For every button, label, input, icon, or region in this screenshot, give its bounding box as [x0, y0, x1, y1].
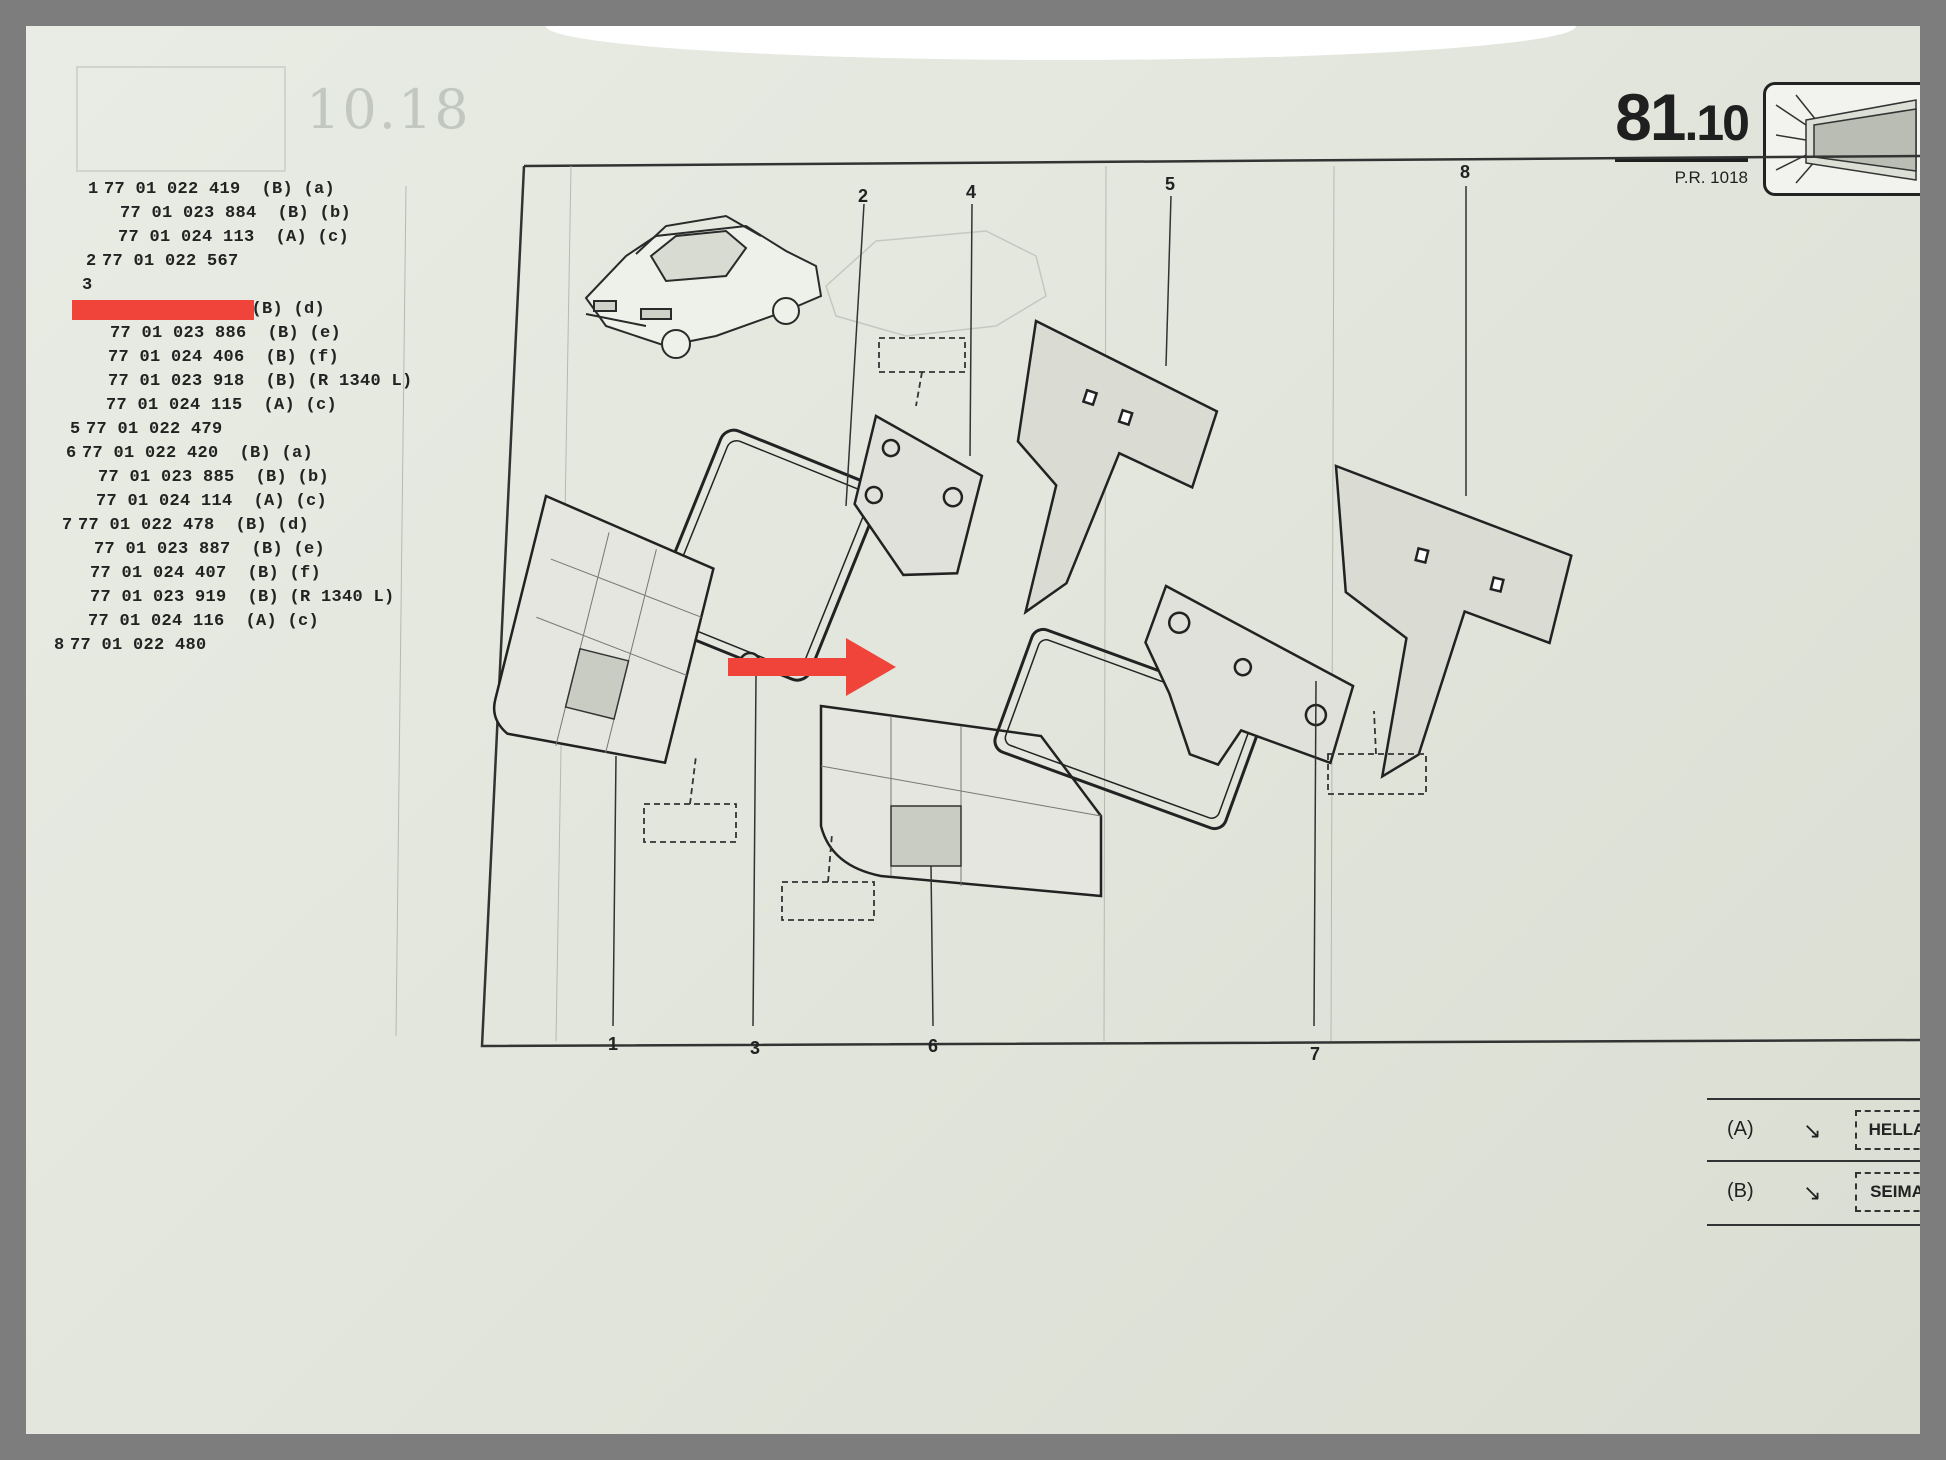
diag-arrow-icon: ↘ — [1803, 1118, 1822, 1143]
ghost-thumbnail — [76, 66, 286, 172]
part-row: 77 01 023 885 (B) (b) — [82, 468, 329, 487]
legend-row-a: (A) ↘ HELLA — [1707, 1100, 1920, 1160]
ghost-reference: 10.18 — [306, 78, 471, 141]
part-number: 3 — [82, 276, 93, 295]
part-row: 77 01 024 407 (B) (f) — [74, 564, 321, 583]
diag-arrow-icon: ↘ — [1803, 1180, 1822, 1205]
part-row: 6 77 01 022 420 (B) (a) — [66, 444, 313, 463]
part-number: 1 — [88, 180, 99, 199]
part-row: 77 01 024 406 (B) (f) — [92, 348, 339, 367]
reference-number: 81.10 — [1615, 84, 1750, 162]
exploded-diagram: 1 2 3 4 5 6 7 8 — [395, 154, 1920, 1064]
part-row: 77 01 023 884 (B) (b) — [104, 204, 351, 223]
lamp-thumbnail-icon — [1763, 82, 1920, 196]
part-reference: 77 01 024 113 (A) (c) — [118, 228, 350, 247]
part-reference: 77 01 023 919 (B) (R 1340 L) — [90, 588, 395, 607]
part-number: 6 — [66, 444, 77, 463]
part-reference: 77 01 024 406 (B) (f) — [108, 348, 340, 367]
part-reference: 77 01 023 885 (B) (b) — [98, 468, 330, 487]
part-row: 5 77 01 022 479 — [70, 420, 223, 439]
legend-brand: SEIMA — [1855, 1172, 1920, 1212]
callout-8: 8 — [1460, 162, 1470, 182]
reference-pr: P.R. 1018 — [1674, 168, 1748, 187]
part-row: 77 01 024 113 (A) (c) — [102, 228, 349, 247]
part-row: 77 01 023 919 (B) (R 1340 L) — [74, 588, 395, 607]
callout-3: 3 — [750, 1038, 760, 1058]
part-reference: 77 01 022 478 (B) (d) — [78, 516, 310, 535]
part-number: 8 — [54, 636, 65, 655]
callout-5: 5 — [1165, 174, 1175, 194]
callout-2: 2 — [858, 186, 868, 206]
callout-4: 4 — [966, 182, 976, 202]
part-reference: 77 01 023 886 (B) (e) — [110, 324, 342, 343]
callout-7: 7 — [1310, 1044, 1320, 1064]
legend-row-b: (B) ↘ SEIMA — [1707, 1162, 1920, 1222]
part-reference: 77 01 022 419 (B) (a) — [104, 180, 336, 199]
part-reference: 77 01 022 480 — [70, 636, 207, 655]
part-row: 77 01 024 115 (A) (c) — [90, 396, 337, 415]
legend-brand: HELLA — [1855, 1110, 1920, 1150]
part-row: 77 01 023 918 (B) (R 1340 L) — [92, 372, 413, 391]
part-reference: 77 01 022 479 — [86, 420, 223, 439]
part-row: 77 01 023 886 (B) (e) — [94, 324, 341, 343]
car-illustration-icon — [584, 214, 823, 359]
part-reference: 77 01 024 116 (A) (c) — [88, 612, 320, 631]
legend-code: (A) — [1727, 1118, 1754, 1140]
supplier-legend: (A) ↘ HELLA (B) ↘ SEIMA — [1707, 1098, 1920, 1226]
part-row: 77 01 024 114 (A) (c) — [80, 492, 327, 511]
part-number: 2 — [86, 252, 97, 271]
callout-6: 6 — [928, 1036, 938, 1056]
part-row: 77 01 023 887 (B) (e) — [78, 540, 325, 559]
part-reference: 77 01 023 884 (B) (b) — [120, 204, 352, 223]
highlight-redaction — [72, 300, 254, 320]
part-reference: 77 01 024 114 (A) (c) — [96, 492, 328, 511]
part-row: 2 77 01 022 567 — [86, 252, 239, 271]
part-row: 1 77 01 022 419 (B) (a) — [88, 180, 335, 199]
part-reference: 77 01 022 420 (B) (a) — [82, 444, 314, 463]
red-arrow-icon — [728, 638, 896, 696]
part-row: 3 — [82, 276, 98, 295]
part-number: 5 — [70, 420, 81, 439]
part-reference: 77 01 023 887 (B) (e) — [94, 540, 326, 559]
part-reference: 77 01 024 407 (B) (f) — [90, 564, 322, 583]
part-row: 77 01 024 116 (A) (c) — [72, 612, 319, 631]
part-reference: 77 01 022 567 — [102, 252, 239, 271]
part-row: 7 77 01 022 478 (B) (d) — [62, 516, 309, 535]
part-reference: 77 01 023 918 (B) (R 1340 L) — [108, 372, 413, 391]
catalog-page: 10.18 1 77 01 022 419 (B) (a) 77 01 023 88… — [26, 26, 1920, 1434]
legend-code: (B) — [1727, 1180, 1754, 1202]
part-reference: 77 01 024 115 (A) (c) — [106, 396, 338, 415]
callout-1: 1 — [608, 1034, 618, 1054]
part-row: 8 77 01 022 480 — [54, 636, 207, 655]
reference-block: 81.10 P.R. 1018 — [1615, 84, 1750, 188]
part-number: 7 — [62, 516, 73, 535]
